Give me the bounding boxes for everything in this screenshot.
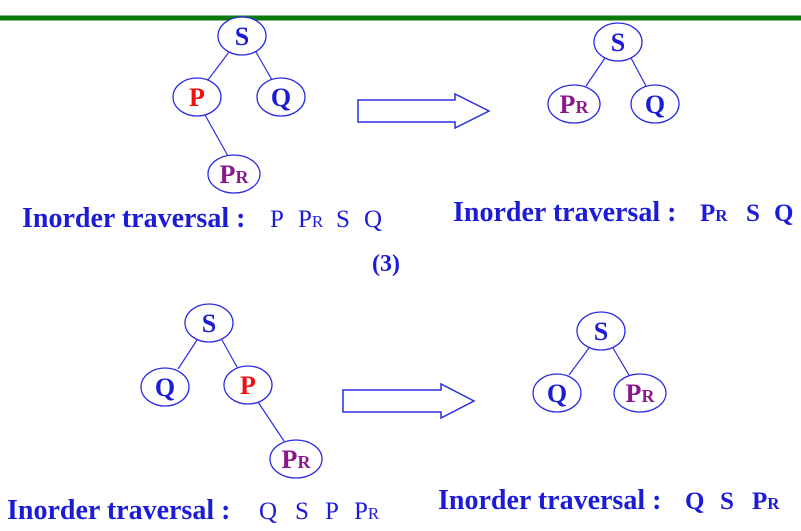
node-left-label: Q — [155, 373, 175, 402]
traversal-token: Q — [774, 200, 793, 227]
node-label-small: R — [575, 97, 589, 117]
node-right-child — [269, 439, 323, 479]
node-left-label: Q — [547, 379, 567, 408]
edge-root-right — [612, 347, 630, 376]
caption-before-bottom: Inorder traversal : Q S P PR — [7, 495, 380, 526]
right-arrow-outline-icon — [357, 92, 491, 130]
traversal-token: PR — [298, 206, 324, 233]
node-label-small: R — [641, 386, 655, 406]
caption-label: Inorder traversal : — [22, 203, 245, 234]
node-right — [223, 365, 273, 405]
traversal-token: S — [720, 488, 734, 515]
traversal-token: PR — [752, 488, 780, 515]
node-left-child — [207, 154, 261, 194]
caption-after-bottom: Inorder traversal : Q S PR — [438, 485, 780, 516]
edge-root-left — [207, 51, 230, 81]
token-small: R — [767, 494, 780, 513]
token-main: P — [298, 206, 312, 233]
node-right-child-label: PR — [282, 445, 312, 474]
node-right-label: P — [240, 371, 256, 400]
node-left-child-label: PR — [220, 160, 250, 189]
caption-after-top: Inorder traversal : PR S Q — [453, 197, 793, 228]
node-root-label: S — [611, 28, 625, 57]
node-label-main: P — [220, 160, 236, 189]
caption-label: Inorder traversal : — [7, 495, 230, 526]
tree-before-bottom: S Q P PR — [140, 303, 323, 479]
node-root-label: S — [594, 317, 608, 346]
node-left — [547, 84, 601, 124]
node-left-label: PR — [560, 90, 590, 119]
node-left — [532, 373, 582, 413]
edge-root-left — [585, 57, 606, 87]
traversal-token: PR — [354, 498, 380, 525]
edge-root-right — [255, 51, 273, 81]
token-main: P — [752, 488, 767, 515]
traversal-token: P — [270, 206, 284, 233]
node-right — [256, 77, 306, 117]
traversal-token: Q — [685, 488, 704, 515]
node-label-small: R — [297, 452, 311, 472]
node-left-label: P — [189, 83, 205, 112]
node-left — [172, 77, 222, 117]
step-label: (3) — [372, 251, 400, 277]
traversal-token: Q — [364, 206, 382, 233]
edge-root-left — [177, 339, 198, 370]
node-label-main: P — [626, 379, 642, 408]
caption-label: Inorder traversal : — [453, 197, 676, 228]
token-main: P — [700, 200, 715, 227]
edge-root-right — [221, 339, 238, 368]
node-label-main: P — [282, 445, 298, 474]
traversal-token: S — [295, 498, 309, 525]
node-right-label: Q — [645, 90, 665, 119]
caption-label: Inorder traversal : — [438, 485, 661, 516]
node-label-small: R — [235, 167, 249, 187]
token-main: P — [354, 498, 368, 525]
edge-root-right — [630, 57, 647, 87]
node-root — [217, 16, 267, 56]
traversal-token: P — [325, 498, 339, 525]
node-right — [630, 84, 680, 124]
traversal-token: S — [746, 200, 760, 227]
node-right-label: Q — [271, 83, 291, 112]
node-root — [184, 303, 234, 343]
tree-before-top: S P Q PR — [172, 16, 306, 194]
token-small: R — [715, 206, 728, 225]
node-right — [613, 373, 667, 413]
node-root — [576, 311, 626, 351]
edge-root-left — [568, 347, 590, 376]
edge-right-child — [257, 401, 285, 442]
node-root-label: S — [202, 309, 216, 338]
token-small: R — [312, 212, 324, 231]
node-root — [593, 22, 643, 62]
traversal-token: S — [336, 206, 350, 233]
node-label-main: P — [560, 90, 576, 119]
node-root-label: S — [235, 22, 249, 51]
right-arrow-outline-icon — [342, 382, 476, 420]
tree-after-top: S PR Q — [547, 22, 680, 124]
node-left — [140, 367, 190, 407]
caption-before-top: Inorder traversal : P PR S Q — [22, 203, 382, 234]
tree-after-bottom: S Q PR — [532, 311, 667, 413]
edge-left-child — [204, 114, 229, 157]
traversal-token: Q — [259, 498, 277, 525]
node-right-label: PR — [626, 379, 656, 408]
token-small: R — [368, 504, 380, 523]
traversal-token: PR — [700, 200, 728, 227]
